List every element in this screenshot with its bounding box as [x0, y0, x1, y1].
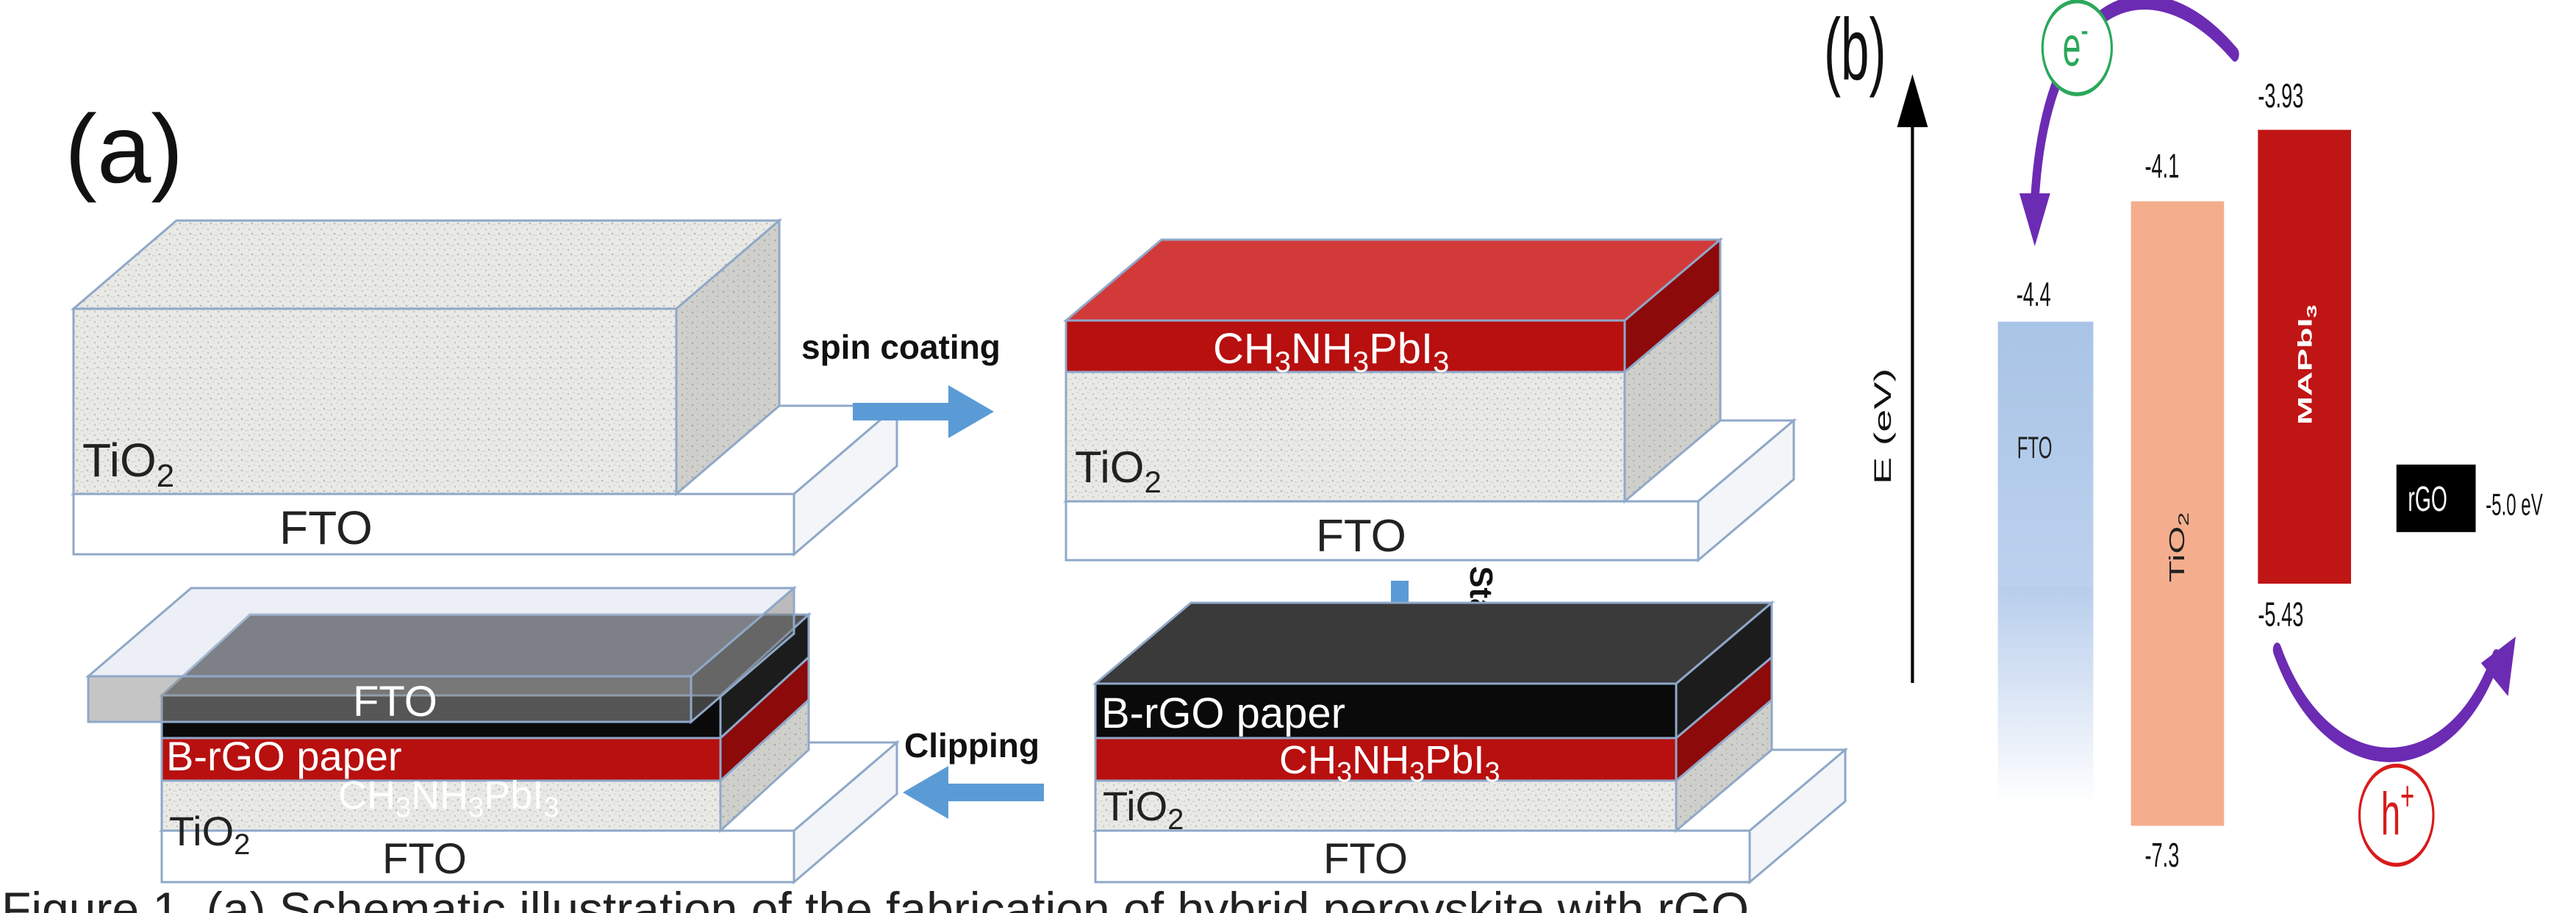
- figure-caption: Figure 1. (a) Schematic illustration of …: [0, 879, 2576, 913]
- stack-step-1: TiO2 FTO: [70, 218, 901, 557]
- fto-band-upper: [1997, 321, 2094, 587]
- tio2-band-name: TiO2: [2166, 512, 2192, 583]
- band-tio2: -4.1 -7.3 TiO2: [2130, 147, 2225, 876]
- fto-band-fade: [1997, 586, 2094, 805]
- spin-coating-label: spin coating: [801, 328, 1001, 366]
- band-mapbi: -3.93 -5.43 MAPbI3: [2258, 76, 2351, 634]
- fto-label: FTO: [1316, 511, 1406, 562]
- tio2-label: TiO2: [1075, 443, 1162, 499]
- tio2-label: TiO2: [169, 808, 250, 861]
- rgo-band-name: rGO: [2408, 479, 2447, 519]
- panel-b: (b) E (eV) -4.4 FTO -4.1 -7.3 TiO2 -3.93…: [1824, 0, 2543, 876]
- tio2-bottom-value: -7.3: [2144, 837, 2179, 876]
- tio2-label: TiO2: [1103, 783, 1184, 836]
- stack-step-2: CH3NH3PbI3 TiO2 FTO: [1062, 237, 1797, 563]
- rgo-label: B-rGO paper: [1101, 690, 1345, 737]
- svg-text:h+: h+: [2381, 773, 2415, 848]
- mapbi-label: CH3NH3PbI3: [338, 773, 559, 823]
- clipping-label: Clipping: [904, 726, 1040, 765]
- fto-label: FTO: [1323, 835, 1408, 883]
- band-fto: -4.4 FTO: [1997, 275, 2094, 805]
- panel-b-label: (b): [1824, 1, 1886, 99]
- fto-label: FTO: [279, 501, 373, 554]
- rgo-level-value: -5.0 eV: [2486, 488, 2543, 522]
- fto-top-value: -4.4: [2017, 275, 2051, 314]
- fto-label: FTO: [382, 835, 467, 883]
- hole-transfer-arrow: [2272, 637, 2516, 762]
- svg-text:e-: e-: [2063, 9, 2089, 78]
- rgo-label: B-rGO paper: [166, 733, 402, 779]
- tio2-label: TiO2: [82, 434, 174, 494]
- stack-step-4: FTO B-rGO paper CH3NH3PbI3 TiO2 FTO: [85, 585, 901, 885]
- tio2-band: [2130, 201, 2225, 826]
- fto-top-label: FTO: [353, 678, 437, 726]
- mapbi-label: CH3NH3PbI3: [1279, 738, 1500, 788]
- mapbi-band: [2258, 129, 2351, 584]
- rgo-box: [2396, 465, 2476, 532]
- arrow-spin-coating: spin coating: [801, 328, 1001, 438]
- arrow-clipping: Clipping: [903, 726, 1044, 819]
- stack-step-3: B-rGO paper CH3NH3PbI3 TiO2 FTO: [1092, 600, 1849, 885]
- electron-bubble: e-: [2041, 0, 2114, 96]
- band-rgo: rGO -5.0 eV: [2396, 465, 2543, 532]
- mapbi-bottom-value: -5.43: [2258, 595, 2303, 634]
- hole-bubble: h+: [2358, 763, 2435, 867]
- axis-label: E (eV): [1870, 368, 1896, 484]
- mapbi-label: CH3NH3PbI3: [1213, 325, 1449, 379]
- electron-transfer-arrow: [2019, 0, 2239, 247]
- fto-band-name: FTO: [2017, 431, 2053, 465]
- tio2-top-value: -4.1: [2144, 147, 2179, 186]
- panel-a-label: (a): [65, 95, 183, 203]
- caption-text: Figure 1. (a) Schematic illustration of …: [1, 882, 1749, 913]
- mapbi-top-value: -3.93: [2258, 76, 2303, 115]
- mapbi-band-name: MAPbI3: [2294, 304, 2319, 425]
- energy-axis: E (eV): [1870, 74, 1928, 684]
